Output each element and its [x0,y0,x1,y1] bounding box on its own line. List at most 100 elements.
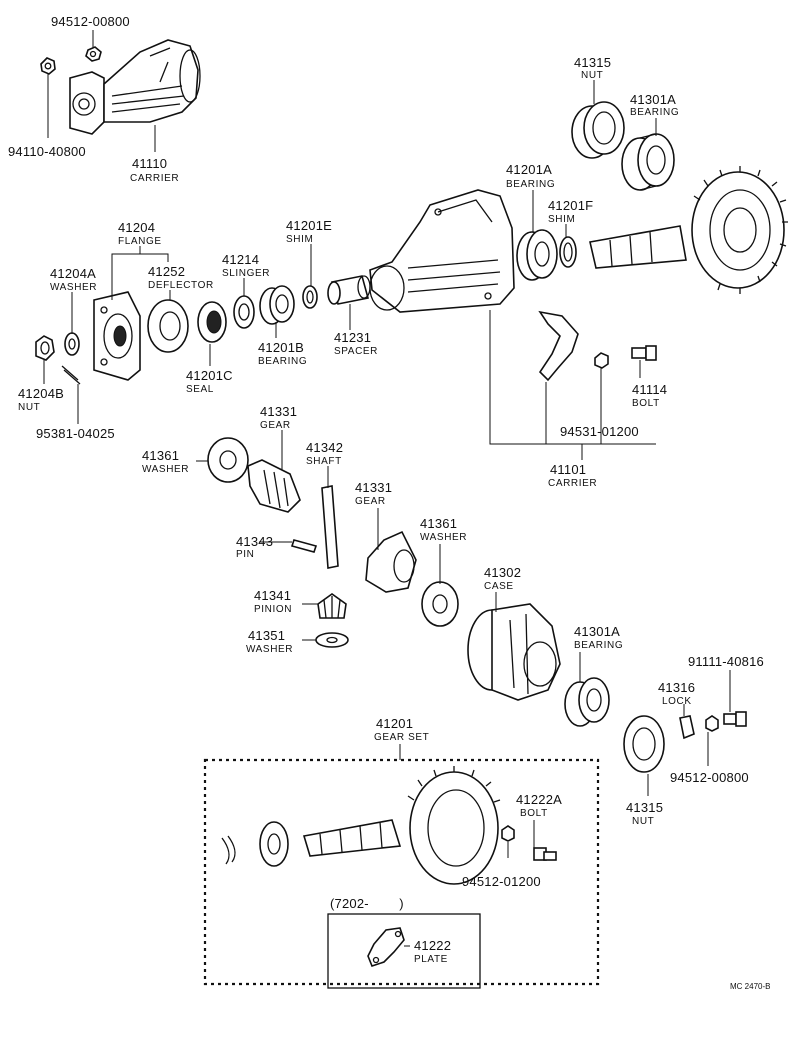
shim-41201f-illustration [559,236,577,268]
flange-41204-illustration [93,291,141,381]
svg-text:41301A: 41301A [574,624,620,639]
svg-text:WASHER: WASHER [142,464,189,475]
washer-41204a-illustration [64,332,80,356]
svg-text:41342: 41342 [306,440,343,455]
callout-41222a-bolt: 41222A BOLT [516,792,562,819]
svg-text:41231: 41231 [334,330,371,345]
svg-text:CARRIER: CARRIER [548,478,597,489]
differential-case-41302-illustration [467,603,561,701]
leader-lines [43,30,731,947]
callout-41342-shaft: 41342 SHAFT [306,440,343,467]
svg-text:41110: 41110 [132,156,167,171]
seal-41201c-illustration [197,301,227,343]
nut-94110-40800-illustration [40,57,56,75]
svg-text:WASHER: WASHER [50,282,97,293]
svg-text:41331: 41331 [355,480,392,495]
svg-text:GEAR: GEAR [260,420,291,431]
svg-text:41204A: 41204A [50,266,96,281]
svg-text:PINION: PINION [254,604,292,615]
svg-text:BEARING: BEARING [506,179,555,190]
svg-text:41302: 41302 [484,565,521,580]
svg-text:41315: 41315 [574,55,611,70]
nut-41315-lower-illustration [623,715,665,773]
bolt-41114-illustration [631,345,657,361]
diagram-code: MC 2470-B [730,982,770,991]
svg-text:41361: 41361 [142,448,179,463]
callout-94110-40800: 94110-40800 [8,144,86,159]
cotter-pin-95381-illustration [61,365,81,385]
callout-94512-00800-top: 94512-00800 [51,14,130,29]
callout-41301a-bearing-lower: 41301A BEARING [574,624,623,651]
svg-text:41201E: 41201E [286,218,332,233]
part-labels: 94512-00800 94110-40800 41110 CARRIER 41… [8,14,770,991]
svg-text:SHIM: SHIM [548,214,575,225]
svg-text:94512-01200: 94512-01200 [462,874,541,889]
svg-text:CARRIER: CARRIER [130,173,179,184]
callout-41302-case: 41302 CASE [484,565,521,592]
svg-text:41214: 41214 [222,252,259,267]
callout-94531-01200: 94531-01200 [560,424,639,439]
shim-41201e-illustration [302,285,318,309]
washer-41351-illustration [315,632,349,648]
svg-text:41204: 41204 [118,220,155,235]
callout-41201a-bearing: 41201A BEARING [506,162,555,190]
svg-text:94512-00800: 94512-00800 [670,770,749,785]
svg-text:41343: 41343 [236,534,273,549]
callout-41252-deflector: 41252 DEFLECTOR [148,264,214,291]
svg-text:41201B: 41201B [258,340,304,355]
svg-text:41351: 41351 [248,628,285,643]
svg-text:CASE: CASE [484,581,514,592]
ring-gear-top-illustration [589,166,788,294]
washer-41361-lower-illustration [421,581,459,627]
callout-41341-pinion: 41341 PINION [254,588,292,615]
callout-41351-washer: 41351 WASHER [246,628,293,655]
svg-text:MC 2470-B: MC 2470-B [730,982,770,991]
bearing-41201b-illustration [259,285,295,325]
callout-41201e-shim: 41201E SHIM [286,218,332,245]
callout-41222-plate: 41222 PLATE [414,938,451,965]
svg-text:BOLT: BOLT [520,808,548,819]
nut-94512-00800-top-illustration [85,46,102,62]
svg-text:41222: 41222 [414,938,451,953]
svg-text:SLINGER: SLINGER [222,268,270,279]
svg-text:41201F: 41201F [548,198,593,213]
callout-41331-gear-upper: 41331 GEAR [260,404,297,431]
svg-text:PIN: PIN [236,549,254,560]
callout-41201f-shim: 41201F SHIM [548,198,593,225]
inset-box [327,913,481,989]
callout-41361-washer-lower: 41361 WASHER [420,516,467,543]
svg-text:SHIM: SHIM [286,234,313,245]
washer-94531-01200-illustration [594,352,609,369]
nut-41315-top-illustration [571,101,625,159]
svg-text:GEAR: GEAR [355,496,386,507]
callout-41315-nut-top: 41315 NUT [574,55,611,81]
lock-41316-illustration [679,715,695,740]
slinger-41214-illustration [233,295,255,329]
svg-text:95381-04025: 95381-04025 [36,426,115,441]
svg-text:41331: 41331 [260,404,297,419]
callout-41331-gear-lower: 41331 GEAR [355,480,392,507]
svg-text:41222A: 41222A [516,792,562,807]
callout-94512-00800-right: 94512-00800 [670,770,749,785]
svg-text:41252: 41252 [148,264,185,279]
bearing-41201a-illustration [516,229,558,281]
svg-text:GEAR SET: GEAR SET [374,732,429,743]
svg-text:41301A: 41301A [630,92,676,107]
svg-text:BOLT: BOLT [632,398,660,409]
inset-date-label: (7202- ) [330,896,404,911]
callout-41315-nut-lower: 41315 NUT [626,800,663,827]
svg-text:NUT: NUT [581,70,603,81]
svg-text:41101: 41101 [550,462,586,477]
svg-text:WASHER: WASHER [420,532,467,543]
svg-text:WASHER: WASHER [246,644,293,655]
svg-text:LOCK: LOCK [662,696,692,707]
callout-41204a-washer: 41204A WASHER [50,266,97,293]
svg-text:DEFLECTOR: DEFLECTOR [148,280,214,291]
spacer-41231-illustration [327,275,371,305]
carrier-41110-illustration [69,39,201,135]
callout-91111-40816: 91111-40816 [688,654,764,669]
svg-text:(7202- ): (7202- ) [330,896,404,911]
svg-text:41201C: 41201C [186,368,233,383]
svg-text:41201A: 41201A [506,162,552,177]
bearing-cap-illustration [538,310,579,382]
